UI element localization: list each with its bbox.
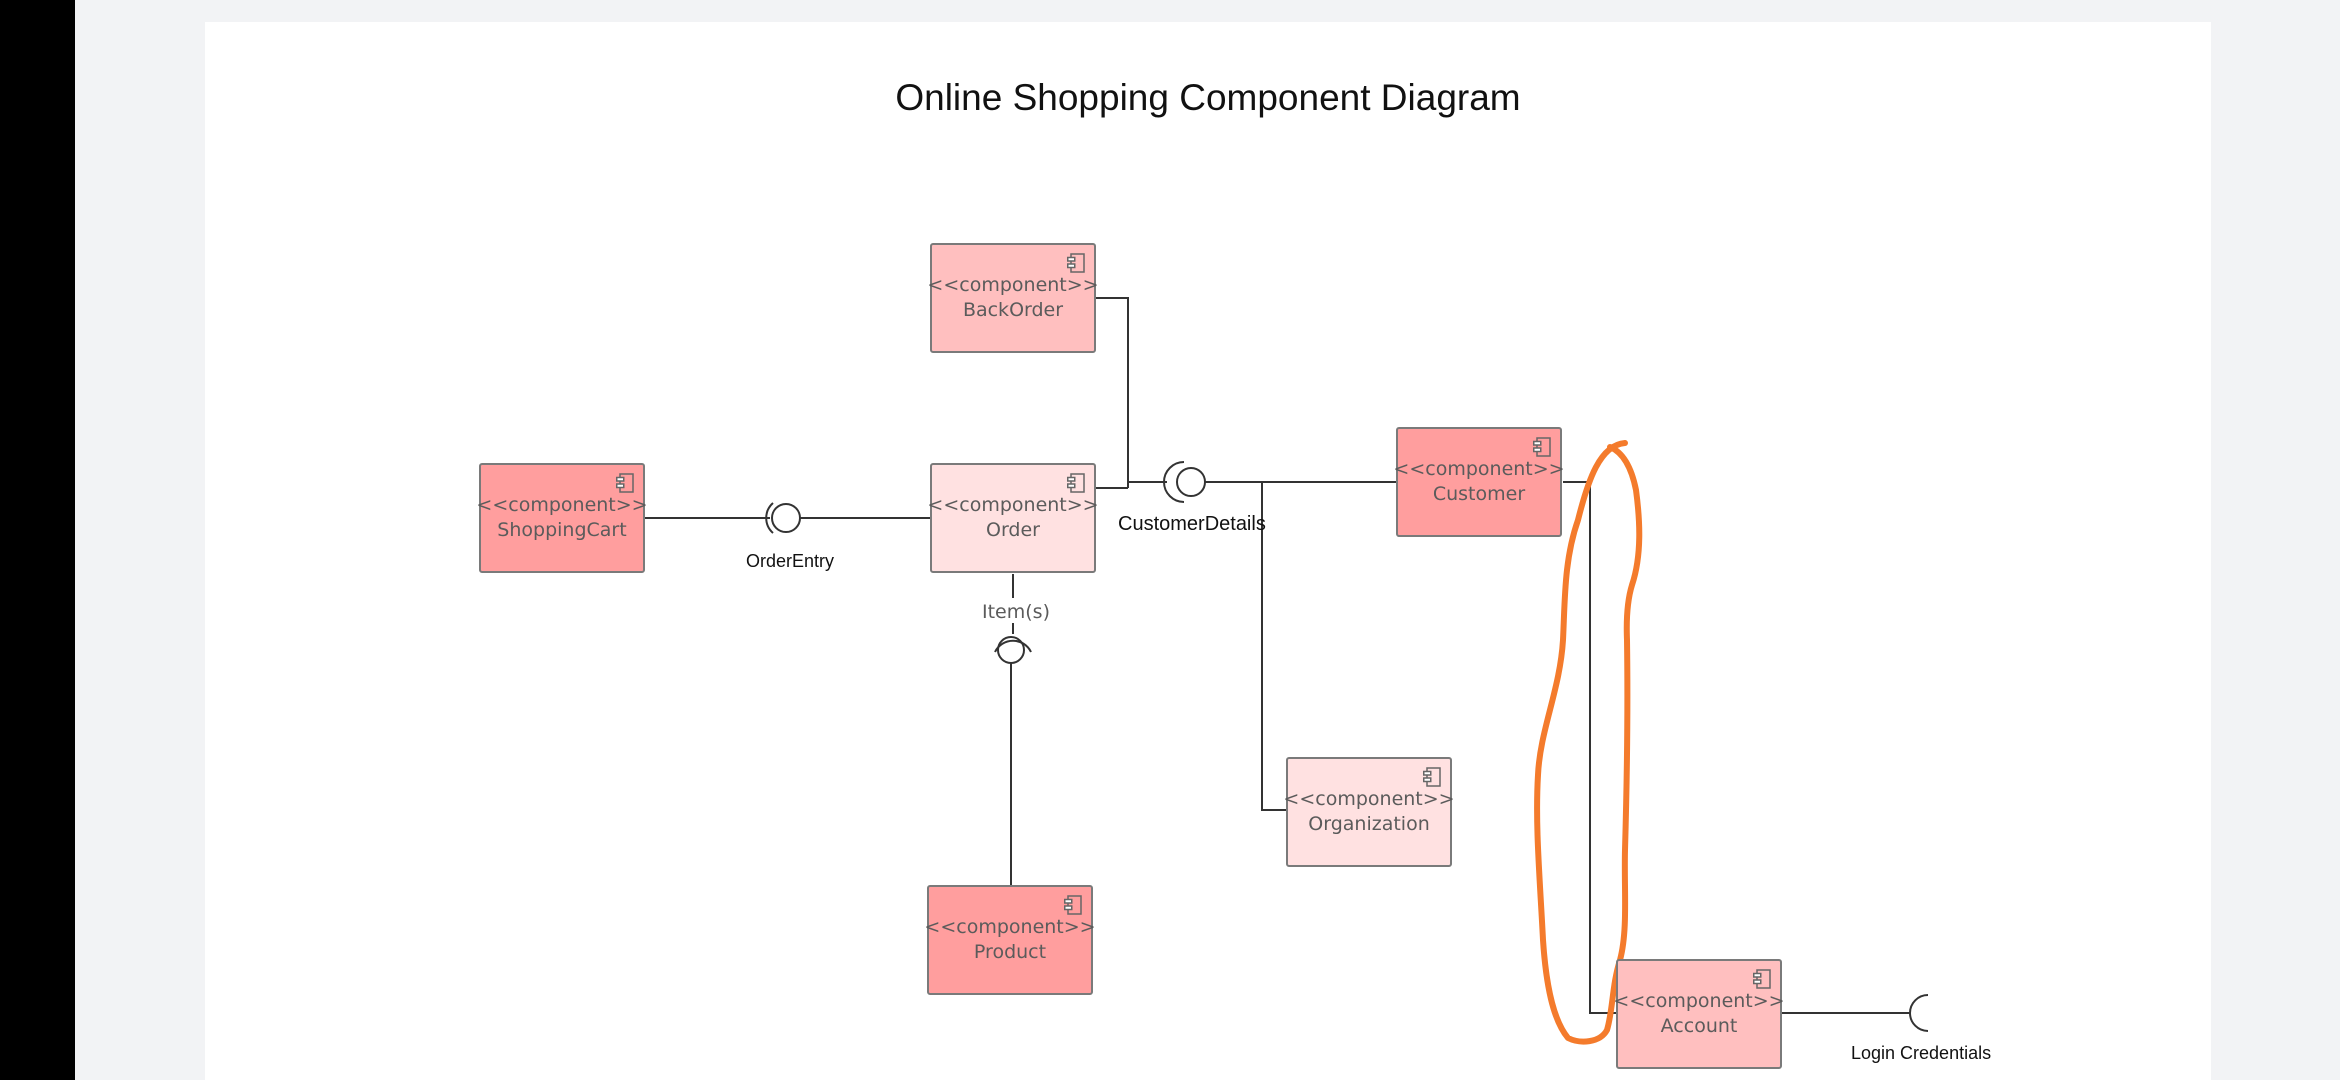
interface-label-orderentry: OrderEntry — [746, 551, 835, 571]
component-icon — [1533, 437, 1551, 457]
component-organization[interactable]: <<component>> Organization — [1283, 757, 1455, 867]
orderentry-socket — [765, 502, 774, 534]
component-shoppingcart[interactable]: <<component>> ShoppingCart — [476, 463, 648, 573]
interface-label-customerdetails: CustomerDetails — [1118, 513, 1266, 535]
component-icon — [1067, 253, 1085, 273]
component-customer[interactable]: <<component>> Customer — [1393, 427, 1565, 537]
left-sidebar-strip — [0, 0, 75, 1080]
component-name: Product — [973, 941, 1047, 963]
component-stereotype: <<component>> — [924, 916, 1096, 938]
component-name: Organization — [1308, 813, 1430, 835]
component-name: BackOrder — [962, 299, 1064, 321]
component-icon — [1753, 969, 1771, 989]
interface-label-login-credentials: Login Credentials — [1851, 1043, 1992, 1063]
component-icon — [616, 473, 634, 493]
connector-backorder — [1096, 297, 1129, 488]
login-credentials-socket — [1909, 994, 1929, 1032]
component-stereotype: <<component>> — [476, 494, 648, 516]
connector-customer-account — [1563, 481, 1617, 1014]
connector-organization — [1261, 482, 1287, 811]
component-stereotype: <<component>> — [1393, 458, 1565, 480]
component-stereotype: <<component>> — [1283, 788, 1455, 810]
component-order[interactable]: <<component>> Order — [927, 463, 1099, 573]
component-stereotype: <<component>> — [1613, 990, 1785, 1012]
component-account[interactable]: <<component>> Account — [1613, 959, 1785, 1069]
customerdetails-socket — [1163, 461, 1185, 503]
orderentry-lollipop — [771, 503, 801, 533]
component-product[interactable]: <<component>> Product — [924, 885, 1096, 995]
interface-label-items: Item(s) — [982, 601, 1050, 623]
customerdetails-lollipop — [1176, 467, 1206, 497]
component-icon — [1067, 473, 1085, 493]
component-icon — [1064, 895, 1082, 915]
component-name: Order — [986, 519, 1040, 541]
component-name: Account — [1660, 1015, 1738, 1037]
component-stereotype: <<component>> — [927, 494, 1099, 516]
diagram-title: Online Shopping Component Diagram — [895, 77, 1521, 118]
annotation-freehand-loop — [1534, 440, 1643, 1045]
component-name: Customer — [1432, 483, 1526, 505]
component-icon — [1423, 767, 1441, 787]
component-backorder[interactable]: <<component>> BackOrder — [927, 243, 1099, 353]
component-name: ShoppingCart — [497, 519, 627, 541]
component-stereotype: <<component>> — [927, 274, 1099, 296]
